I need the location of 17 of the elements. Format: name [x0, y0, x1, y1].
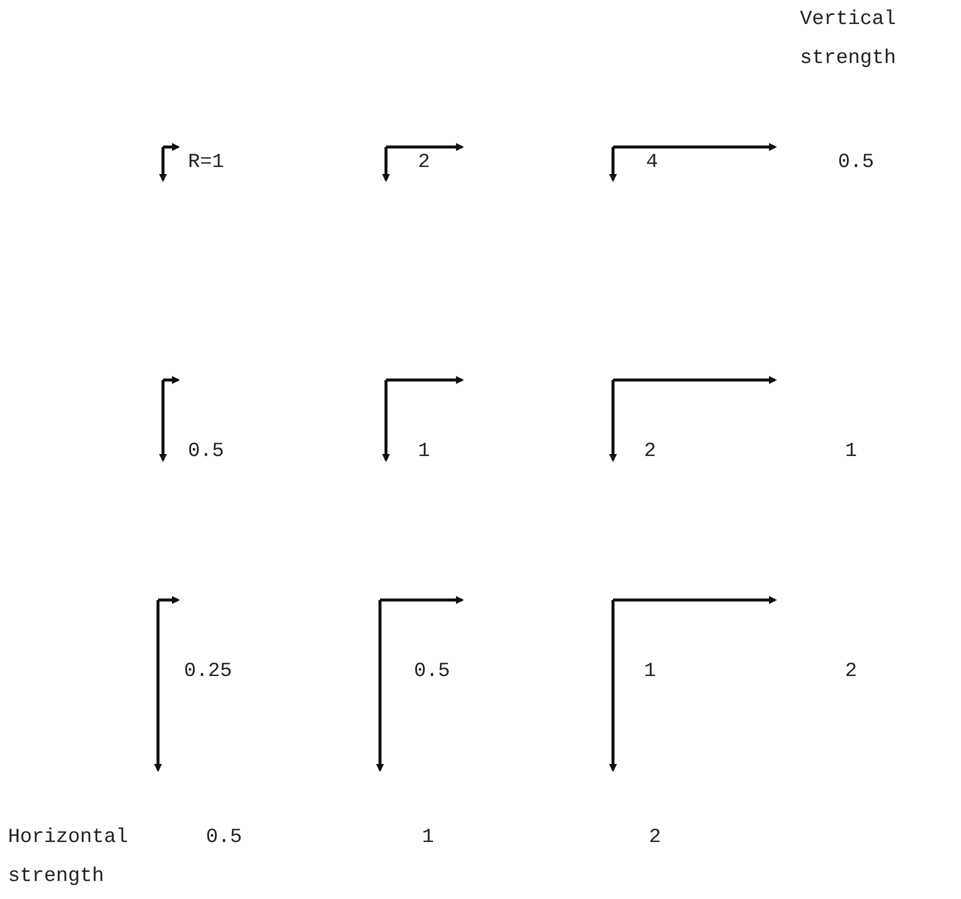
row-value: 0.5	[838, 150, 874, 176]
row-value: 2	[845, 659, 858, 685]
row-value: 1	[845, 439, 858, 465]
ratio-label: 4	[646, 150, 658, 176]
ratio-label: 2	[418, 150, 430, 176]
ratio-label: 0.5	[188, 439, 224, 465]
axis-title: Horizontal strength	[8, 825, 130, 890]
ratio-label: 1	[644, 659, 656, 685]
ratio-label: 2	[644, 439, 656, 465]
ratio-label: R=1	[188, 150, 224, 176]
ratio-label: 1	[418, 439, 430, 465]
ratio-label: 0.25	[184, 659, 232, 685]
column-value: 1	[422, 825, 434, 851]
column-value: 2	[649, 825, 662, 851]
ratio-label: 0.5	[414, 659, 450, 685]
axis-title: Vertical strength	[800, 7, 898, 72]
column-value: 0.5	[206, 825, 242, 851]
